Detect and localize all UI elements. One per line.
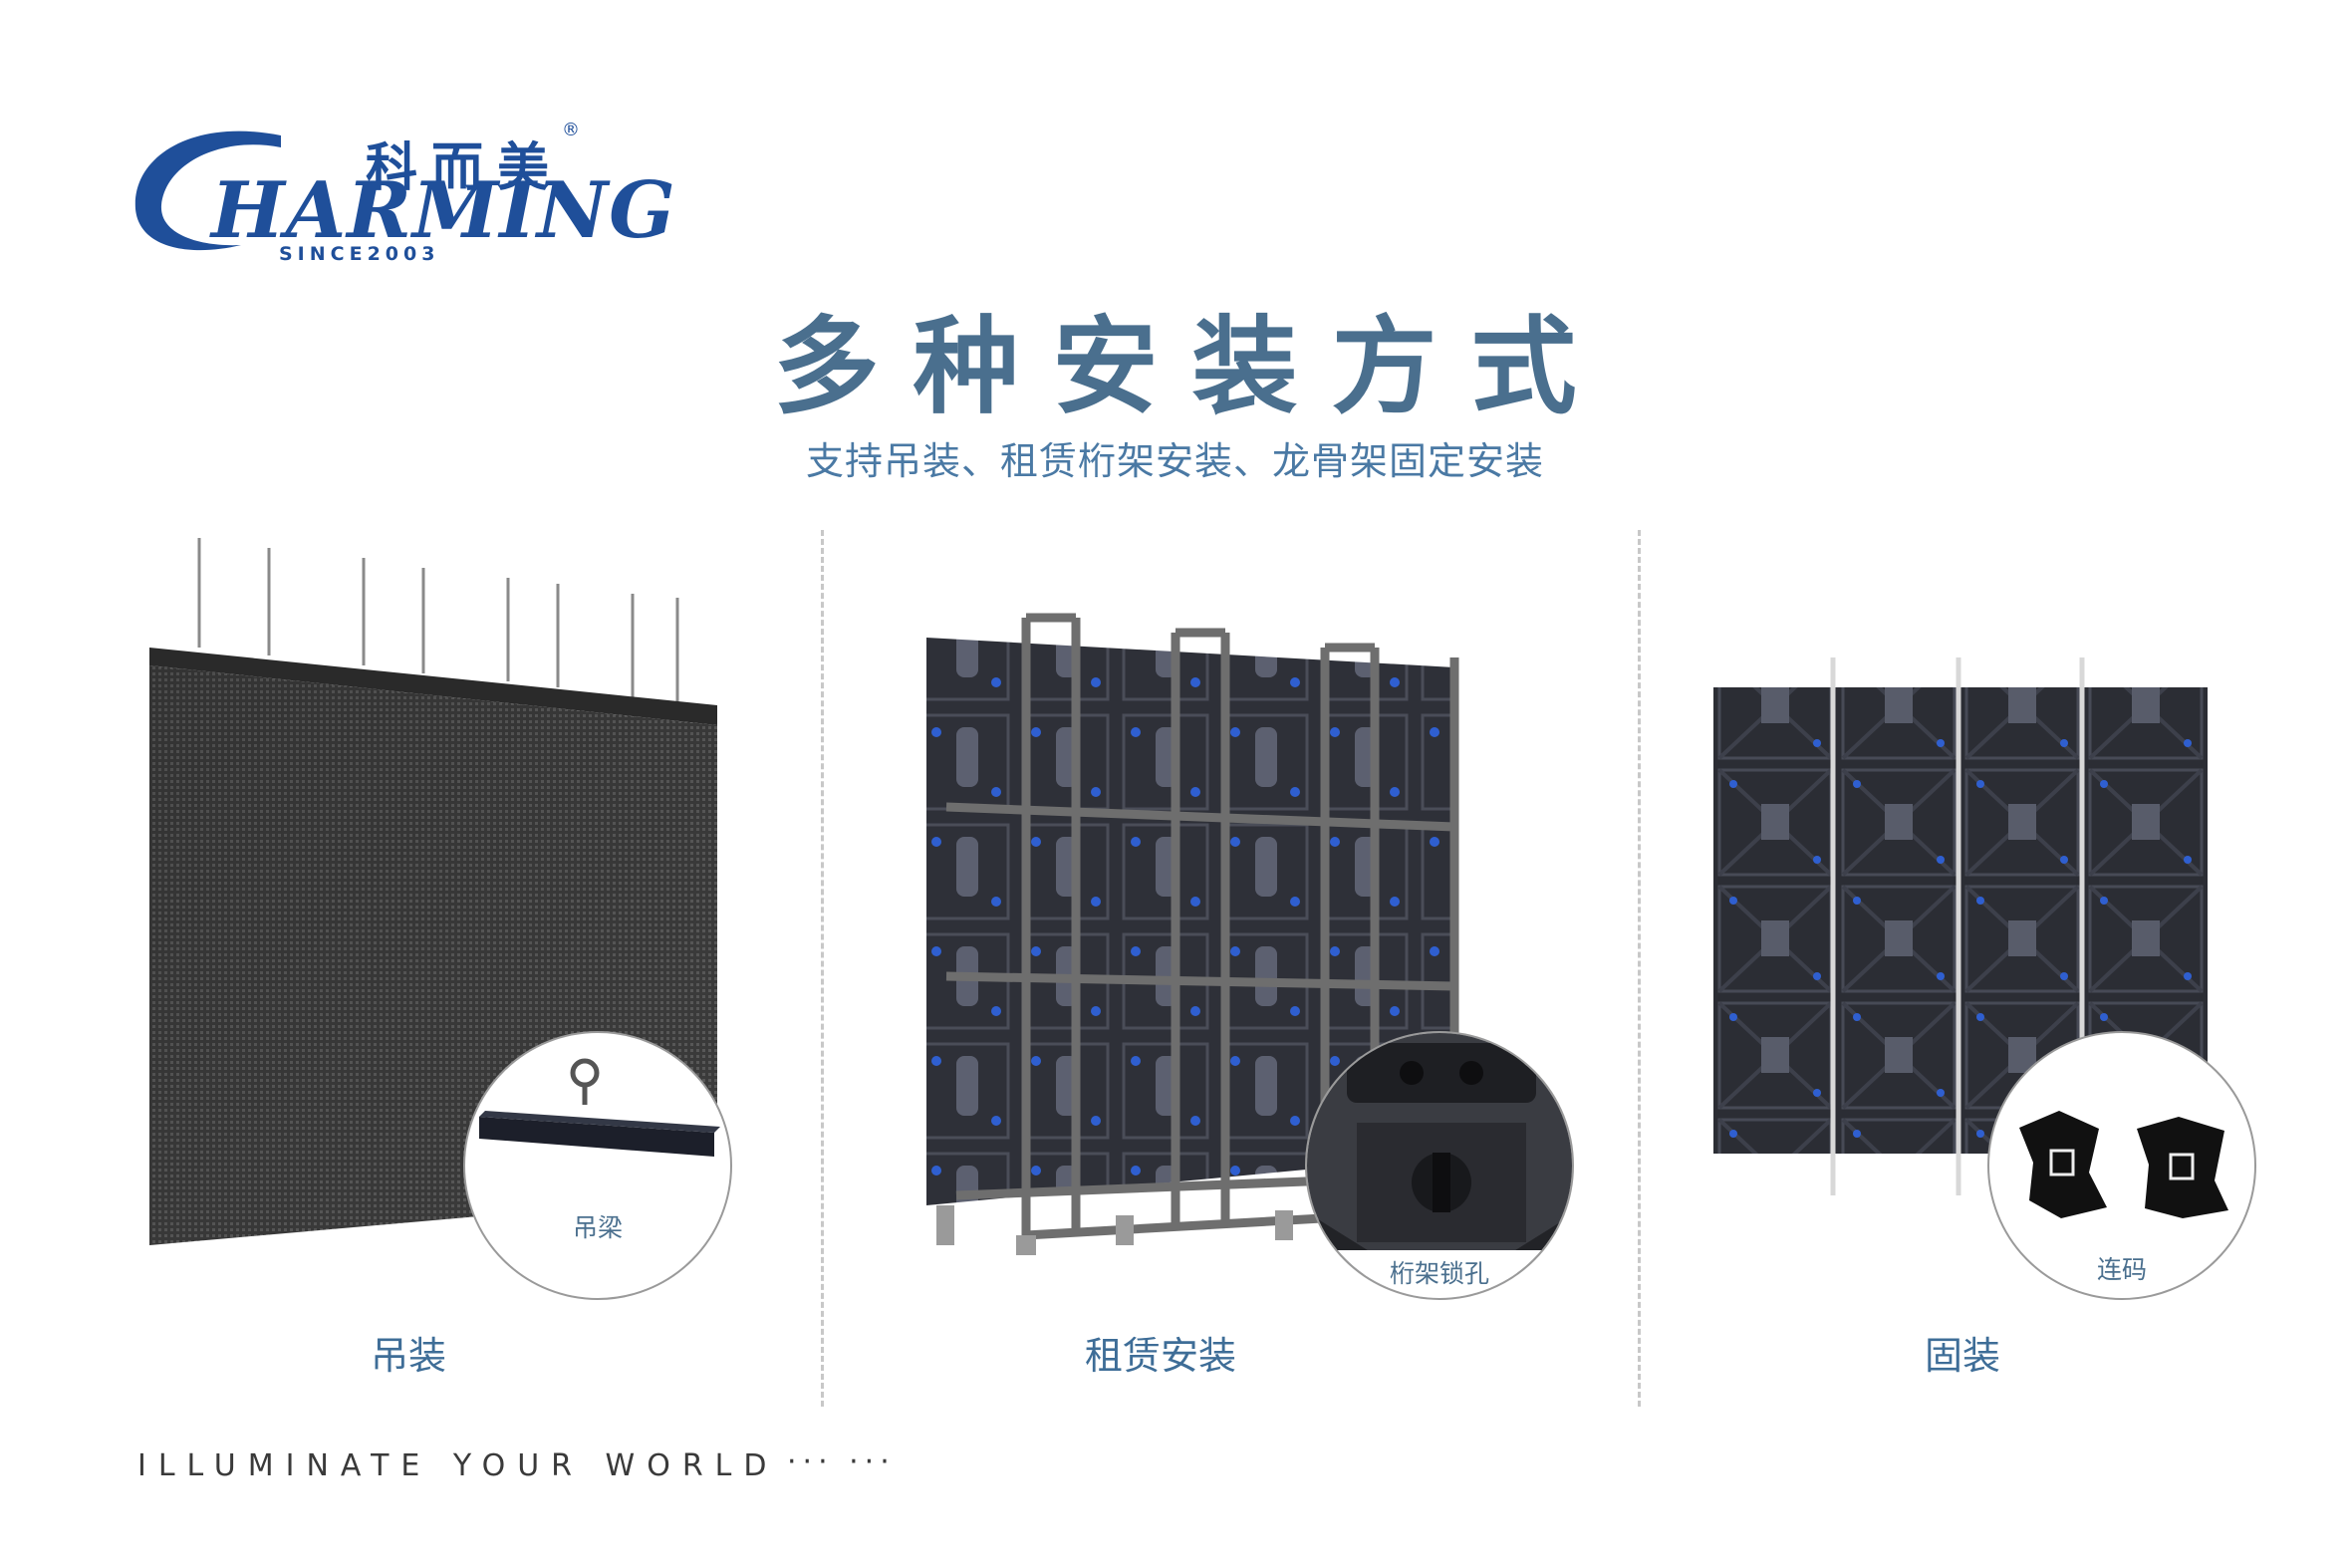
footer-slogan: ILLUMINATE YOUR WORLD (137, 1448, 779, 1483)
page-title: 多种安装方式 (773, 306, 1611, 428)
panel-label: 租赁安装 (1084, 1334, 1236, 1378)
brand-name-en: HARMING (211, 165, 676, 256)
footer-dots: ··· ··· (787, 1444, 896, 1479)
hanging-beam-icon (479, 1058, 720, 1157)
detail-circle: 吊梁 (463, 1031, 732, 1300)
brand-logo: 科而美 ® HARMING SINCE2003 (131, 118, 675, 267)
brand-name-cn: 科而美 (366, 138, 564, 198)
panel-label: 固装 (1924, 1334, 2000, 1378)
panel-hanging: 吊梁 吊装 (139, 528, 777, 1405)
registered-mark: ® (562, 120, 580, 140)
panel-label: 吊装 (370, 1334, 446, 1378)
detail-circle: 连码 (1987, 1031, 2256, 1300)
detail-circle: 桁架锁孔 (1305, 1031, 1574, 1300)
column-divider (1638, 530, 1641, 1407)
brand-since: SINCE2003 (279, 243, 440, 265)
panel-rental: 桁架锁孔 租赁安装 (897, 598, 1594, 1405)
logo-swoosh-icon (134, 131, 281, 251)
page-subtitle: 支持吊装、租赁桁架安装、龙骨架固定安装 (805, 439, 1544, 483)
connecting-plate-icon (2019, 1111, 2228, 1218)
column-divider (821, 530, 824, 1407)
detail-caption: 桁架锁孔 (1307, 1250, 1572, 1298)
detail-caption: 连码 (2096, 1255, 2147, 1284)
detail-caption: 吊梁 (572, 1213, 623, 1242)
panel-fixed: 连码 固装 (1713, 648, 2271, 1405)
